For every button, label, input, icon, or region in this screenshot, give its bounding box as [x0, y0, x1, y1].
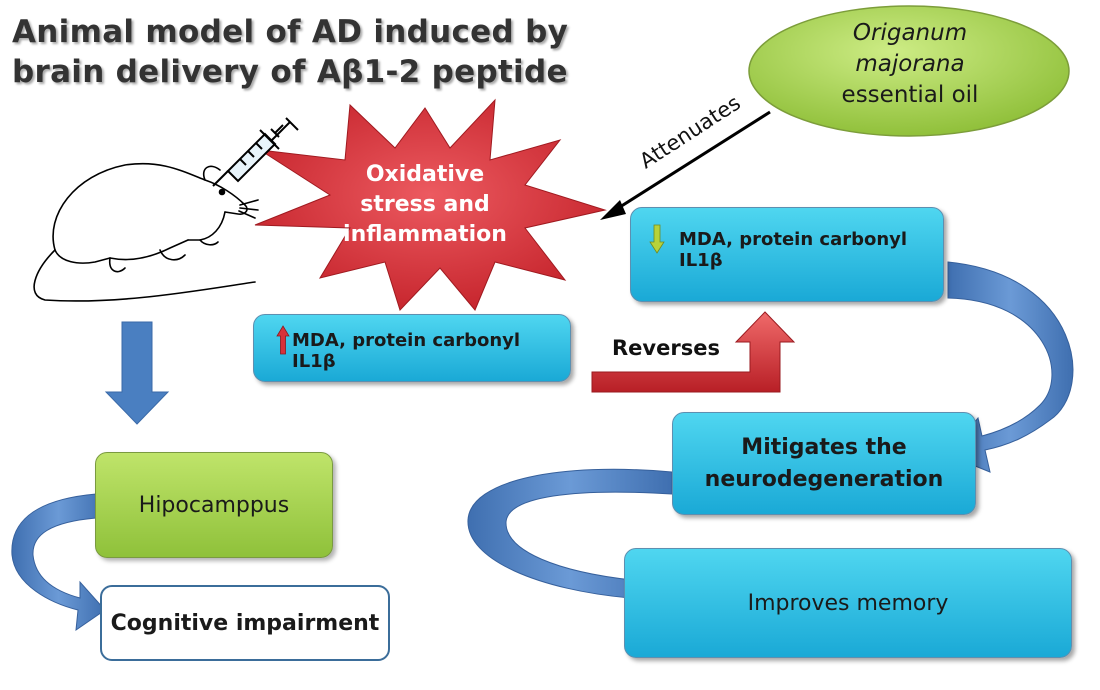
star-line-2: stress and — [360, 192, 490, 217]
hippocampus-label: Hipocamppus — [138, 492, 290, 518]
cognitive-impairment-box: Cognitive impairment — [100, 585, 390, 661]
oil-species: majorana — [855, 51, 965, 77]
star-line-1: Oxidative — [365, 162, 485, 187]
improves-memory-label: Improves memory — [747, 590, 949, 616]
down-arrow — [104, 321, 170, 425]
mitigates-box: Mitigates the neurodegeneration — [672, 412, 976, 515]
oil-label: Origanum majorana essential oil — [770, 18, 1050, 111]
mitigates-line-2: neurodegeneration — [704, 466, 944, 492]
attenuates-arrow — [611, 110, 771, 214]
improves-memory-box: Improves memory — [624, 548, 1072, 658]
title-line-1: Animal model of AD induced by — [12, 14, 569, 50]
oil-genus: Origanum — [852, 20, 968, 46]
oil-type: essential oil — [841, 82, 979, 108]
oil-ellipse — [748, 5, 1070, 137]
down-arrow-icon — [649, 224, 665, 254]
star-line-3: inflammation — [343, 222, 507, 247]
cognitive-impairment-label: Cognitive impairment — [110, 610, 380, 636]
increased-markers-line-2: IL1β — [292, 351, 336, 372]
increased-markers-line-1: MDA, protein carbonyl — [292, 329, 521, 351]
attenuates-arrowhead — [600, 200, 626, 220]
curved-arrow-hippocampus — [11, 493, 106, 632]
up-arrow-icon — [276, 325, 290, 355]
rat-illustration — [33, 162, 259, 302]
decreased-markers-box: MDA, protein carbonyl IL1β — [630, 207, 944, 302]
decreased-markers-line-2: IL1β — [679, 250, 723, 271]
decreased-markers-line-1: MDA, protein carbonyl — [679, 228, 908, 250]
title-line-2: brain delivery of Aβ1-2 peptide — [12, 54, 568, 90]
syringe-icon — [212, 117, 299, 187]
mitigates-line-1: Mitigates the — [741, 434, 907, 460]
star-label: Oxidative stress and inflammation — [320, 160, 530, 250]
increased-markers-box: MDA, protein carbonyl IL1β — [253, 314, 571, 382]
reverses-label: Reverses — [612, 336, 720, 360]
hippocampus-box: Hipocamppus — [95, 452, 333, 558]
curved-arrow-right — [947, 261, 1074, 473]
page-title: Animal model of AD induced by brain deli… — [12, 12, 568, 92]
oxidative-stress-star — [254, 98, 607, 311]
reverses-arrow — [591, 311, 796, 393]
